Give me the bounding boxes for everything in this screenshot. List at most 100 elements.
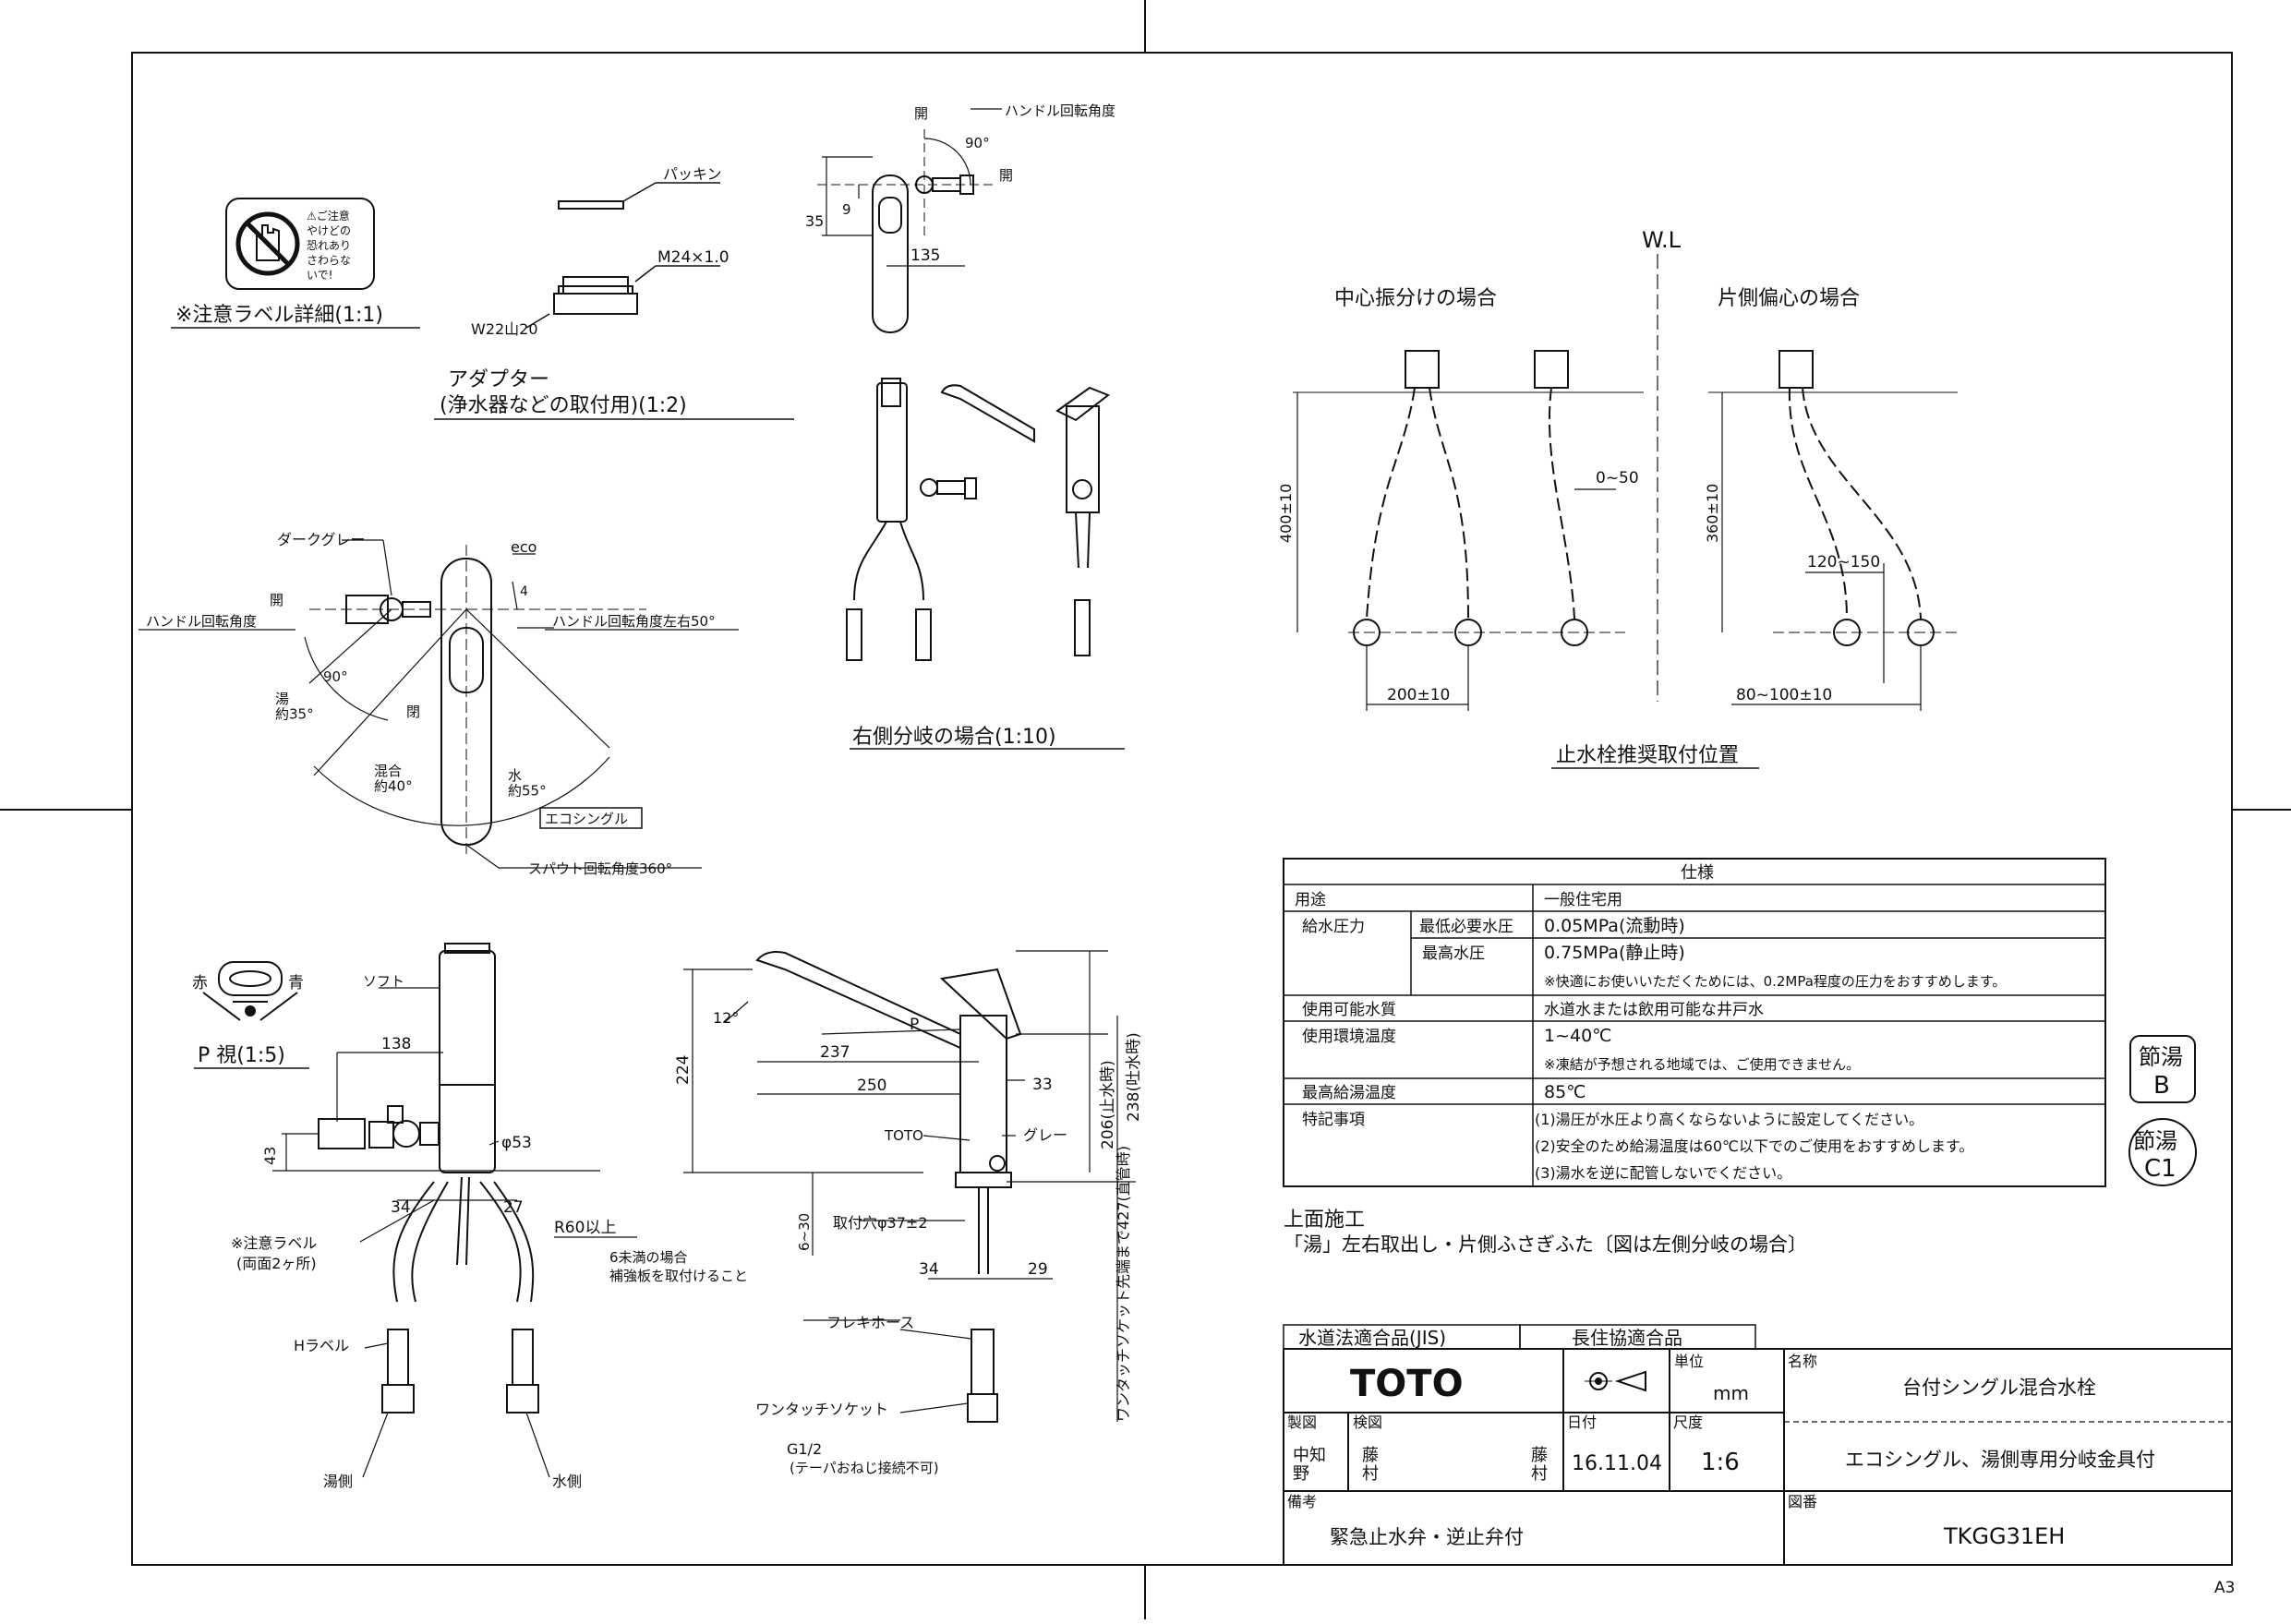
front-dim-34: 34 — [391, 1198, 411, 1217]
dim-135: 135 — [910, 247, 940, 265]
spout-rotation-label: スパウト回転角度360° — [528, 860, 672, 877]
plan-angle-90: 90° — [323, 668, 348, 685]
title-block — [1283, 1324, 2233, 1566]
dim-35: 35 — [805, 212, 824, 230]
mount-hole-label: 取付穴φ37±2 — [833, 1214, 928, 1232]
dim-250: 250 — [857, 1077, 886, 1095]
side-case-title: 片側偏心の場合 — [1718, 287, 1860, 310]
drawing-scale: 1:6 — [1701, 1449, 1740, 1476]
spec-value-max-pressure: 0.75MPa(静止時) — [1544, 943, 1685, 963]
reinforce-note-1: 6未満の場合 — [609, 1249, 688, 1266]
caution-label-caption: ※注意ラベル詳細(1:1) — [175, 304, 383, 327]
spec-header: 仕様 — [1681, 863, 1714, 883]
mix-angle-label: 混合約40° — [374, 763, 413, 795]
product-name: 台付シングル混合水栓 — [1902, 1377, 2096, 1399]
caution-label-both-sides: (両面2ヶ所) — [236, 1255, 317, 1272]
install-note-title: 上面施工 — [1284, 1209, 1365, 1232]
eco-single-tag: エコシングル — [545, 811, 628, 827]
spec-sub-max-pressure: 最高水圧 — [1422, 944, 1485, 963]
dim-phi53: φ53 — [501, 1134, 532, 1152]
sheet-size: A3 — [2214, 1579, 2235, 1597]
setsuyu-badges: 節湯 B 節湯 C1 — [2128, 1035, 2197, 1186]
dim-33: 33 — [1032, 1076, 1053, 1094]
spec-note-2: (2)安全のため給湯温度は60℃以下でのご使用をおすすめします。 — [1535, 1137, 1973, 1155]
top-open-label-2: 開 — [999, 167, 1013, 184]
p-view — [202, 961, 298, 1021]
dark-grey-label: ダークグレー — [277, 531, 365, 548]
dim-6-30: 6~30 — [796, 1213, 813, 1251]
water-angle-label: 水約55° — [508, 767, 547, 800]
spec-sub-min-pressure: 最低必要水圧 — [1419, 918, 1513, 936]
socket-length-label: ワンタッチソケット先端まで427(直管時) — [1115, 1146, 1132, 1422]
spec-value-max-temp: 85℃ — [1544, 1082, 1586, 1102]
top-angle-90: 90° — [965, 135, 990, 151]
spec-value-use: 一般住宅用 — [1544, 891, 1622, 909]
spec-value-env-temp: 1~40℃ — [1544, 1026, 1612, 1046]
date-label: 日付 — [1567, 1413, 1597, 1431]
dim-120-150: 120~150 — [1807, 553, 1880, 571]
right-branch-views — [846, 378, 1110, 661]
spec-label-max-temp: 最高給湯温度 — [1302, 1084, 1396, 1102]
projection-symbol-icon — [1585, 1370, 1646, 1392]
hot-angle-label: 湯約35° — [275, 691, 314, 723]
drawn-by: 中知野 — [1293, 1446, 1326, 1484]
g12-note: (テーパおねじ接続不可) — [790, 1460, 939, 1476]
caution-sign-line-5: いで! — [307, 269, 332, 282]
drawn-label: 製図 — [1287, 1413, 1317, 1431]
drawing-number-label: 図番 — [1788, 1493, 1817, 1510]
setsuyu-c1-badge — [2128, 1118, 2197, 1186]
svg-text:節湯: 節湯 — [2133, 1128, 2177, 1154]
svg-text:節湯: 節湯 — [2139, 1044, 2183, 1070]
jis-label: 水道法適合品(JIS) — [1298, 1327, 1446, 1349]
plan-open-label: 開 — [270, 592, 283, 608]
dim-80-100: 80~100±10 — [1736, 686, 1832, 704]
caution-sign-line-1: ⚠ご注意 — [307, 209, 350, 223]
dim-43: 43 — [261, 1147, 279, 1165]
adapter-detail — [525, 182, 720, 329]
wl-caption: 止水栓推奨取付位置 — [1556, 744, 1739, 767]
dim-237: 237 — [820, 1043, 850, 1062]
soft-label: ソフト — [363, 973, 404, 990]
spec-label-notes: 特記事項 — [1302, 1111, 1365, 1129]
drawing-number: TKGG31EH — [1943, 1523, 2065, 1549]
spec-note-1: (1)湯圧が水圧より高くならないように設定してください。 — [1535, 1111, 1923, 1128]
spec-note-3: (3)湯水を逆に配管しないでください。 — [1535, 1164, 1791, 1182]
caution-sign-line-3: 恐れあり — [307, 239, 351, 252]
caution-label-detail: ⚠ご注意 やけどの 恐れあり さわらな いで! ※注意ラベル詳細(1:1) — [171, 198, 420, 329]
dim-138: 138 — [381, 1035, 411, 1053]
water-side-label: 水側 — [552, 1473, 582, 1490]
dim-224: 224 — [674, 1055, 693, 1085]
side-dim-29: 29 — [1028, 1260, 1048, 1279]
red-label: 赤 — [192, 974, 208, 992]
dim-206: 206(止水時) — [1099, 1060, 1117, 1149]
adapter-title: アダプター — [448, 368, 549, 391]
checked-by: 藤村 — [1362, 1446, 1379, 1484]
unit-value: mm — [1713, 1382, 1749, 1404]
unit-label: 単位 — [1674, 1353, 1704, 1370]
eco-label: eco — [511, 538, 537, 556]
spec-label-water: 使用可能水質 — [1302, 1000, 1396, 1019]
svg-text:B: B — [2153, 1072, 2170, 1100]
wall-layout-diagram — [1293, 254, 1958, 711]
kyo-label: 長住協適合品 — [1572, 1327, 1682, 1349]
spec-table — [1283, 858, 2106, 1187]
handle-angle-lr-label: ハンドル回転角度左右50° — [552, 613, 716, 630]
spec-note-env-temp: ※凍結が予想される地域では、ご使用できません。 — [1544, 1056, 1860, 1073]
drawing-border — [131, 52, 2233, 1566]
grey-label: グレー — [1023, 1126, 1067, 1144]
install-note-text: 「湯」左右取出し・片側ふさぎふた〔図は左側分岐の場合〕 — [1284, 1233, 1807, 1256]
spec-label-env-temp: 使用環境温度 — [1302, 1027, 1396, 1046]
w22-label: W22山20 — [471, 320, 538, 338]
setsuyu-b-badge — [2129, 1035, 2196, 1103]
top-view-faucet — [817, 108, 1002, 333]
svg-text:C1: C1 — [2144, 1155, 2176, 1183]
adapter-subtitle: (浄水器などの取付用)(1:2) — [440, 394, 687, 417]
product-subname: エコシングル、湯側専用分岐金具付 — [1845, 1449, 2155, 1471]
r60-label: R60以上 — [554, 1219, 616, 1237]
wl-title: W.L — [1642, 227, 1682, 253]
spec-label-use: 用途 — [1295, 891, 1326, 909]
front-view-faucet — [272, 943, 637, 1478]
right-branch-title: 右側分岐の場合(1:10) — [852, 726, 1056, 749]
